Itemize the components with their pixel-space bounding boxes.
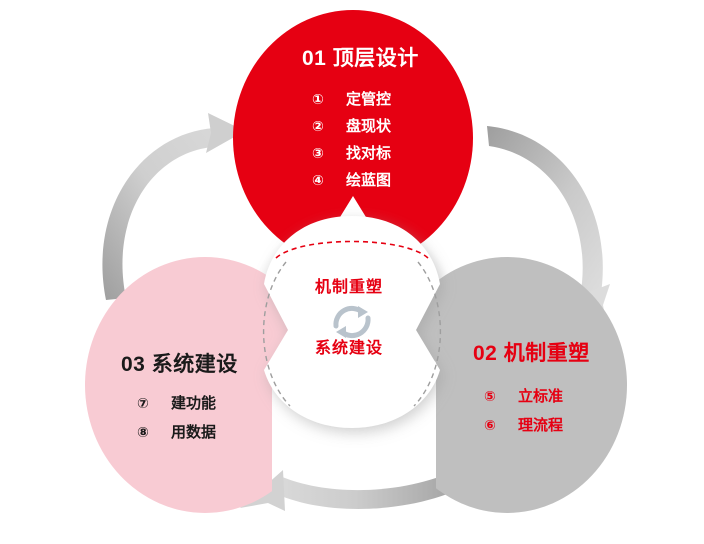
hub-dashed-arc-top [275,240,429,259]
node-02-circle[interactable] [387,257,627,513]
item-label: 定管控 [346,91,392,108]
item-marker: ⑧ [137,424,149,440]
item-marker: ② [312,118,324,134]
refresh-cycle-icon [333,305,371,339]
list-item: ⑧ 用数据 [137,418,216,447]
list-item: ④ 绘蓝图 [312,167,391,194]
item-marker: ③ [312,145,324,161]
item-label: 建功能 [171,395,217,412]
item-marker: ⑤ [484,388,496,404]
item-marker: ① [312,91,324,107]
hub-dashed-arc-left [262,261,291,407]
list-item: ② 盘现状 [312,113,391,140]
hub-dashed-arc-right [413,261,442,407]
item-label: 立标准 [518,388,564,405]
list-item: ⑥ 理流程 [484,411,563,440]
node-03-item-list: ⑦ 建功能 ⑧ 用数据 [137,389,216,447]
hub-circle[interactable] [264,216,440,428]
node-03-circle[interactable] [85,257,325,513]
hub-top-label: 机制重塑 [315,279,384,296]
item-label: 绘蓝图 [346,172,392,189]
arrow-03-to-01 [102,113,245,300]
item-label: 理流程 [518,417,564,434]
list-item: ③ 找对标 [312,140,391,167]
list-item: ⑦ 建功能 [137,389,216,418]
node-01-item-list: ① 定管控 ② 盘现状 ③ 找对标 ④ 绘蓝图 [312,86,391,194]
node-01-circle[interactable] [233,10,473,266]
item-marker: ⑥ [484,417,496,433]
item-label: 用数据 [171,424,217,441]
node-03-title: 03 系统建设 [121,353,238,376]
hub-bottom-label: 系统建设 [315,340,384,357]
item-marker: ⑦ [137,395,149,411]
list-item: ① 定管控 [312,86,391,113]
node-02-item-list: ⑤ 立标准 ⑥ 理流程 [484,382,563,440]
item-label: 盘现状 [346,118,392,135]
item-marker: ④ [312,172,324,188]
item-label: 找对标 [346,145,392,162]
node-02-title: 02 机制重塑 [473,342,590,365]
list-item: ⑤ 立标准 [484,382,563,411]
node-01-title: 01 顶层设计 [302,47,419,70]
